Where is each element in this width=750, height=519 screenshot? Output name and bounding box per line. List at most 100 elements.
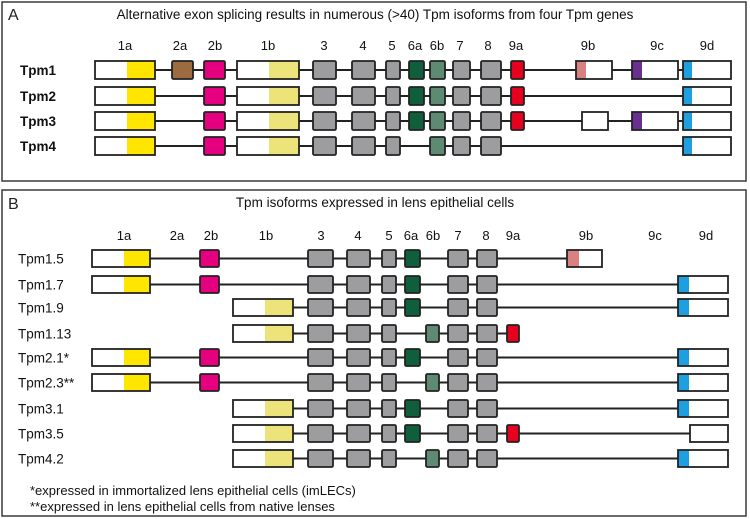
exon-9d-outline [682,136,732,156]
exon-1b-segment [265,425,293,442]
exon-9c-outline [631,111,679,131]
exon-1a-segment [95,87,127,105]
exon-9d-segment [678,349,689,366]
exon-1b-segment [237,61,269,79]
exon-9c-outline [631,60,679,80]
exon-1a-segment [124,250,150,267]
exon-9b-outline [566,249,603,268]
exon-1a-segment [95,137,127,155]
panel-b-row-Tpm3.5: Tpm3.5 [18,424,729,443]
exon-3 [307,373,334,392]
exon-7 [447,424,469,443]
exon-3 [307,275,334,294]
exon-3 [307,424,334,443]
exon-1a-outline [91,275,151,294]
panel-a-title: Alternative exon splicing results in num… [117,7,634,22]
panel-a-exon-label-1a: 1a [118,38,133,53]
exon-9d-segment [678,299,689,316]
exon-9d-segment [689,349,728,366]
panel-a-exon-label-9c: 9c [650,38,664,53]
exon-8 [476,399,498,418]
panel-b-exon-label-9c: 9c [648,228,662,243]
exon-7 [447,348,469,367]
exon-1a-segment [92,250,124,267]
exon-6a [408,111,425,131]
exon-6a [404,348,421,367]
exon-9d-outline [677,449,729,468]
exon-2b [199,373,220,392]
exon-6b [429,136,446,156]
panel-a-exon-label-5: 5 [388,38,395,53]
exon-9d-segment [689,299,728,316]
panel-b-row-label: Tpm2.1* [18,351,70,366]
exon-8 [476,298,498,317]
exon-1a-outline [91,348,151,367]
exon-9d-segment [692,61,731,79]
exon-5 [381,373,397,392]
exon-4 [346,449,371,468]
exon-9d-segment [678,276,689,293]
exon-4 [346,424,371,443]
exon-9b-segment [576,61,586,79]
exon-9c-segment [632,61,642,79]
exon-9d-segment [683,61,692,79]
exon-1a-segment [127,61,155,79]
exon-1b-segment [265,400,293,417]
exon-4 [346,249,371,268]
panel-b-frame [1,189,747,517]
footnote-native: **expressed in lens epithelial cells fro… [30,499,335,514]
panel-a-row-Tpm2: Tpm2 [20,86,732,106]
exon-9c-segment [642,112,678,130]
panel-a-exon-label-2a: 2a [173,38,188,53]
exon-1b-outline [232,424,294,443]
exon-5 [381,275,397,294]
panel-b-row-Tpm1.13: Tpm1.13 [18,324,520,343]
exon-8 [480,60,502,80]
panel-a-row-Tpm1: Tpm1 [20,60,732,80]
panel-b-exon-label-2b: 2b [204,228,218,243]
exon-1b-segment [233,299,265,316]
panel-b-row-Tpm1.7: Tpm1.7 [18,275,729,294]
panel-b: B Tpm isoforms expressed in lens epithel… [1,189,747,517]
panel-a-row-label: Tpm3 [20,114,56,129]
panel-b-row-Tpm2.3: Tpm2.3** [18,373,729,392]
exon-1a-segment [95,112,127,130]
exon-1b-segment [233,400,265,417]
exon-1a-segment [127,112,155,130]
exon-4 [351,60,376,80]
exon-7 [452,136,471,156]
exon-9b-outline [581,111,609,131]
panel-b-row-Tpm3.1: Tpm3.1 [18,399,729,418]
panel-b-exon-label-1b: 1b [259,228,273,243]
exon-1b-outline [236,111,300,131]
exon-2b [203,136,226,156]
exon-6a [408,86,425,106]
exon-8 [480,136,502,156]
exon-9d-segment [678,374,689,391]
exon-4 [346,373,371,392]
exon-6a [408,60,425,80]
exon-1b-segment [269,112,299,130]
exon-9d-segment [692,112,731,130]
exon-9d-segment [683,87,692,105]
exon-1a-outline [91,249,151,268]
panel-a-row-Tpm4: Tpm4 [20,136,732,156]
panel-a-exon-label-9a: 9a [509,38,524,53]
panel-a-exon-label-7: 7 [456,38,463,53]
exon-9d-outline [677,373,729,392]
exon-6a [404,298,421,317]
exon-9b-segment [586,61,612,79]
exon-9d-outline [689,424,729,443]
exon-1b-outline [236,86,300,106]
panel-b-exon-label-9b: 9b [579,228,593,243]
exon-9d-outline [682,86,732,106]
exon-9d-outline [677,298,729,317]
exon-9b-segment [567,250,579,267]
exon-3 [307,399,334,418]
panel-a-exon-label-6a: 6a [408,38,423,53]
exon-8 [480,86,502,106]
panel-b-row-Tpm2.1: Tpm2.1* [18,348,729,367]
